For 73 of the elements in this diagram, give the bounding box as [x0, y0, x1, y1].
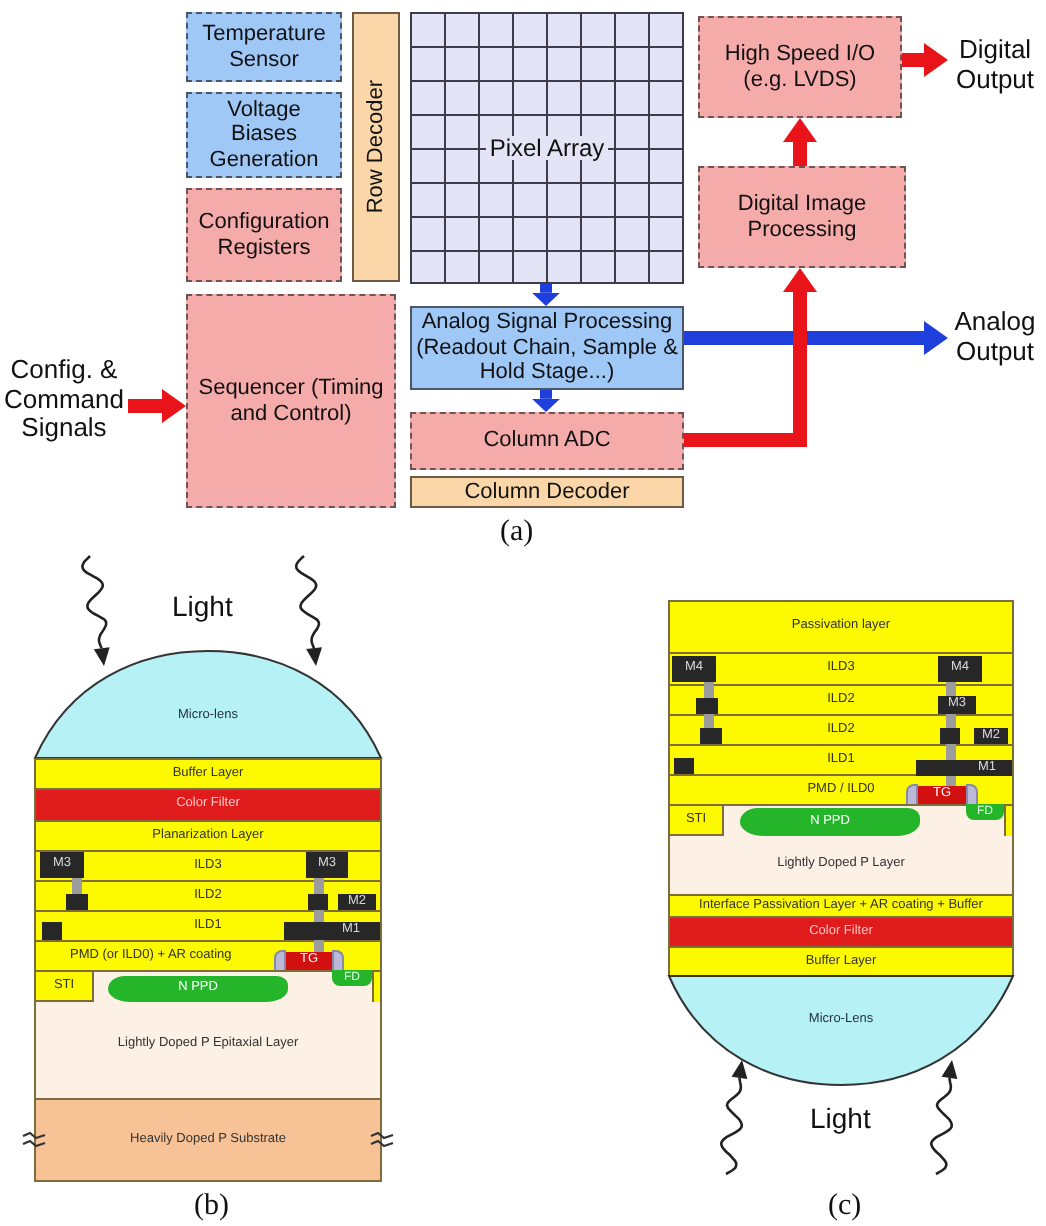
photodiode-region: [740, 808, 920, 836]
gate-block: [286, 952, 332, 970]
block-label: Analog Signal Processing (Readout Chain, Sample & Hold Stage...): [416, 310, 678, 386]
block-label: Row Decoder: [365, 80, 387, 214]
metal-block: [938, 696, 976, 714]
substrate-layer: [34, 1098, 382, 1182]
block-label: Voltage Biases Generation: [207, 97, 321, 173]
decoder-bar: [410, 476, 684, 508]
layer-band: [34, 758, 382, 788]
arrow: [783, 118, 817, 166]
metal-block: [916, 760, 1012, 776]
panel-label: (a): [500, 518, 534, 548]
photodiode-region: [108, 976, 288, 1002]
block-label: Column ADC: [483, 428, 611, 454]
layer-band: [668, 744, 1014, 774]
function-block: [698, 16, 902, 118]
metal-block: [284, 922, 380, 940]
function-block: [410, 412, 684, 470]
layer-band: [668, 946, 1014, 976]
arrow: [684, 268, 817, 447]
layer-band: [34, 940, 382, 970]
block-label: Digital Image Processing: [735, 191, 869, 243]
function-block: [698, 166, 906, 268]
panel-label: (c): [828, 1192, 862, 1222]
signal-label: Analog Output: [948, 306, 1042, 370]
block-label: Configuration Registers: [196, 209, 332, 261]
metal-block: [938, 656, 982, 682]
decoder-bar: [352, 12, 400, 282]
silicon-layer: [668, 804, 1014, 894]
layer-band: [34, 850, 382, 880]
arrow: [532, 390, 560, 412]
arrow: [532, 284, 560, 306]
light-label: Light: [810, 1104, 871, 1132]
metal-block: [40, 852, 84, 878]
micro-lens: [34, 650, 382, 758]
layer-band: [668, 684, 1014, 714]
block-label: Column Decoder: [464, 481, 630, 503]
arrow: [684, 321, 948, 355]
layer-band: [668, 652, 1014, 684]
function-block: [186, 294, 396, 508]
micro-lens: [668, 976, 1014, 1086]
block-label: Temperature Sensor: [200, 21, 328, 73]
isolation-block: [668, 804, 724, 836]
layer-band: [668, 916, 1014, 946]
layer-band: [668, 714, 1014, 744]
diffusion-region: [966, 804, 1004, 820]
layer-band: [668, 600, 1014, 652]
signal-label: Config. & Command Signals: [0, 354, 128, 446]
pixel-array-grid: [410, 12, 684, 284]
function-block: [186, 92, 342, 178]
function-block: [186, 188, 342, 282]
isolation-block: [34, 970, 94, 1002]
silicon-layer: [34, 970, 382, 1098]
metal-block: [306, 852, 348, 878]
layer-band: [34, 910, 382, 940]
layer-band: [668, 894, 1014, 916]
metal-block: [974, 728, 1008, 744]
layer-band: [668, 774, 1014, 804]
block-label: Sequencer (Timing and Control): [196, 375, 386, 427]
gate-block: [918, 786, 966, 804]
arrow: [902, 43, 948, 77]
block-label: High Speed I/O (e.g. LVDS): [722, 41, 878, 93]
layer-band: [34, 820, 382, 850]
light-label: Light: [172, 592, 233, 620]
metal-block: [672, 656, 716, 682]
arrow: [128, 389, 186, 423]
layer-band: [34, 880, 382, 910]
block-label: Pixel Array: [485, 136, 609, 160]
layer-band: [34, 788, 382, 820]
function-block: [186, 12, 342, 82]
signal-label: Digital Output: [948, 34, 1042, 98]
metal-block: [338, 894, 376, 910]
diffusion-region: [332, 970, 372, 986]
